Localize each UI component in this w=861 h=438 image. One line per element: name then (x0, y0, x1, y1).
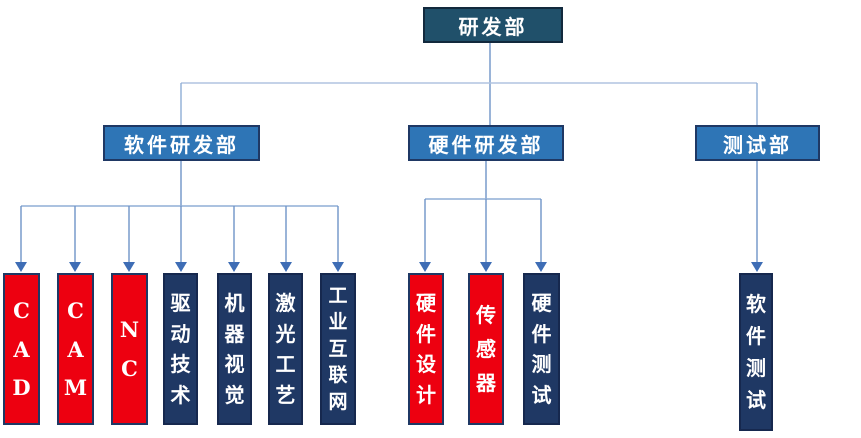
node-hardware-design[interactable]: 硬件设计 (408, 273, 444, 425)
node-software-rnd-department[interactable]: 软件研发部 (103, 125, 260, 161)
node-label: 软件研发部 (124, 132, 239, 157)
node-machine-vision[interactable]: 机器视觉 (217, 273, 252, 425)
node-label: 研发部 (458, 14, 528, 39)
node-industrial-internet[interactable]: 工业互联网 (320, 273, 356, 425)
node-testing-department[interactable]: 测试部 (695, 125, 820, 161)
node-sensor[interactable]: 传感器 (468, 273, 504, 425)
node-hardware-testing[interactable]: 硬件测试 (523, 273, 560, 425)
node-software-testing[interactable]: 软件测试 (739, 273, 773, 431)
node-label: 测试部 (723, 132, 792, 157)
node-drive-technology[interactable]: 驱动技术 (163, 273, 198, 425)
node-rnd-department[interactable]: 研发部 (423, 7, 563, 43)
node-label: 硬件研发部 (428, 132, 544, 157)
node-hardware-rnd-department[interactable]: 硬件研发部 (408, 125, 564, 161)
node-laser-process[interactable]: 激光工艺 (268, 273, 303, 425)
